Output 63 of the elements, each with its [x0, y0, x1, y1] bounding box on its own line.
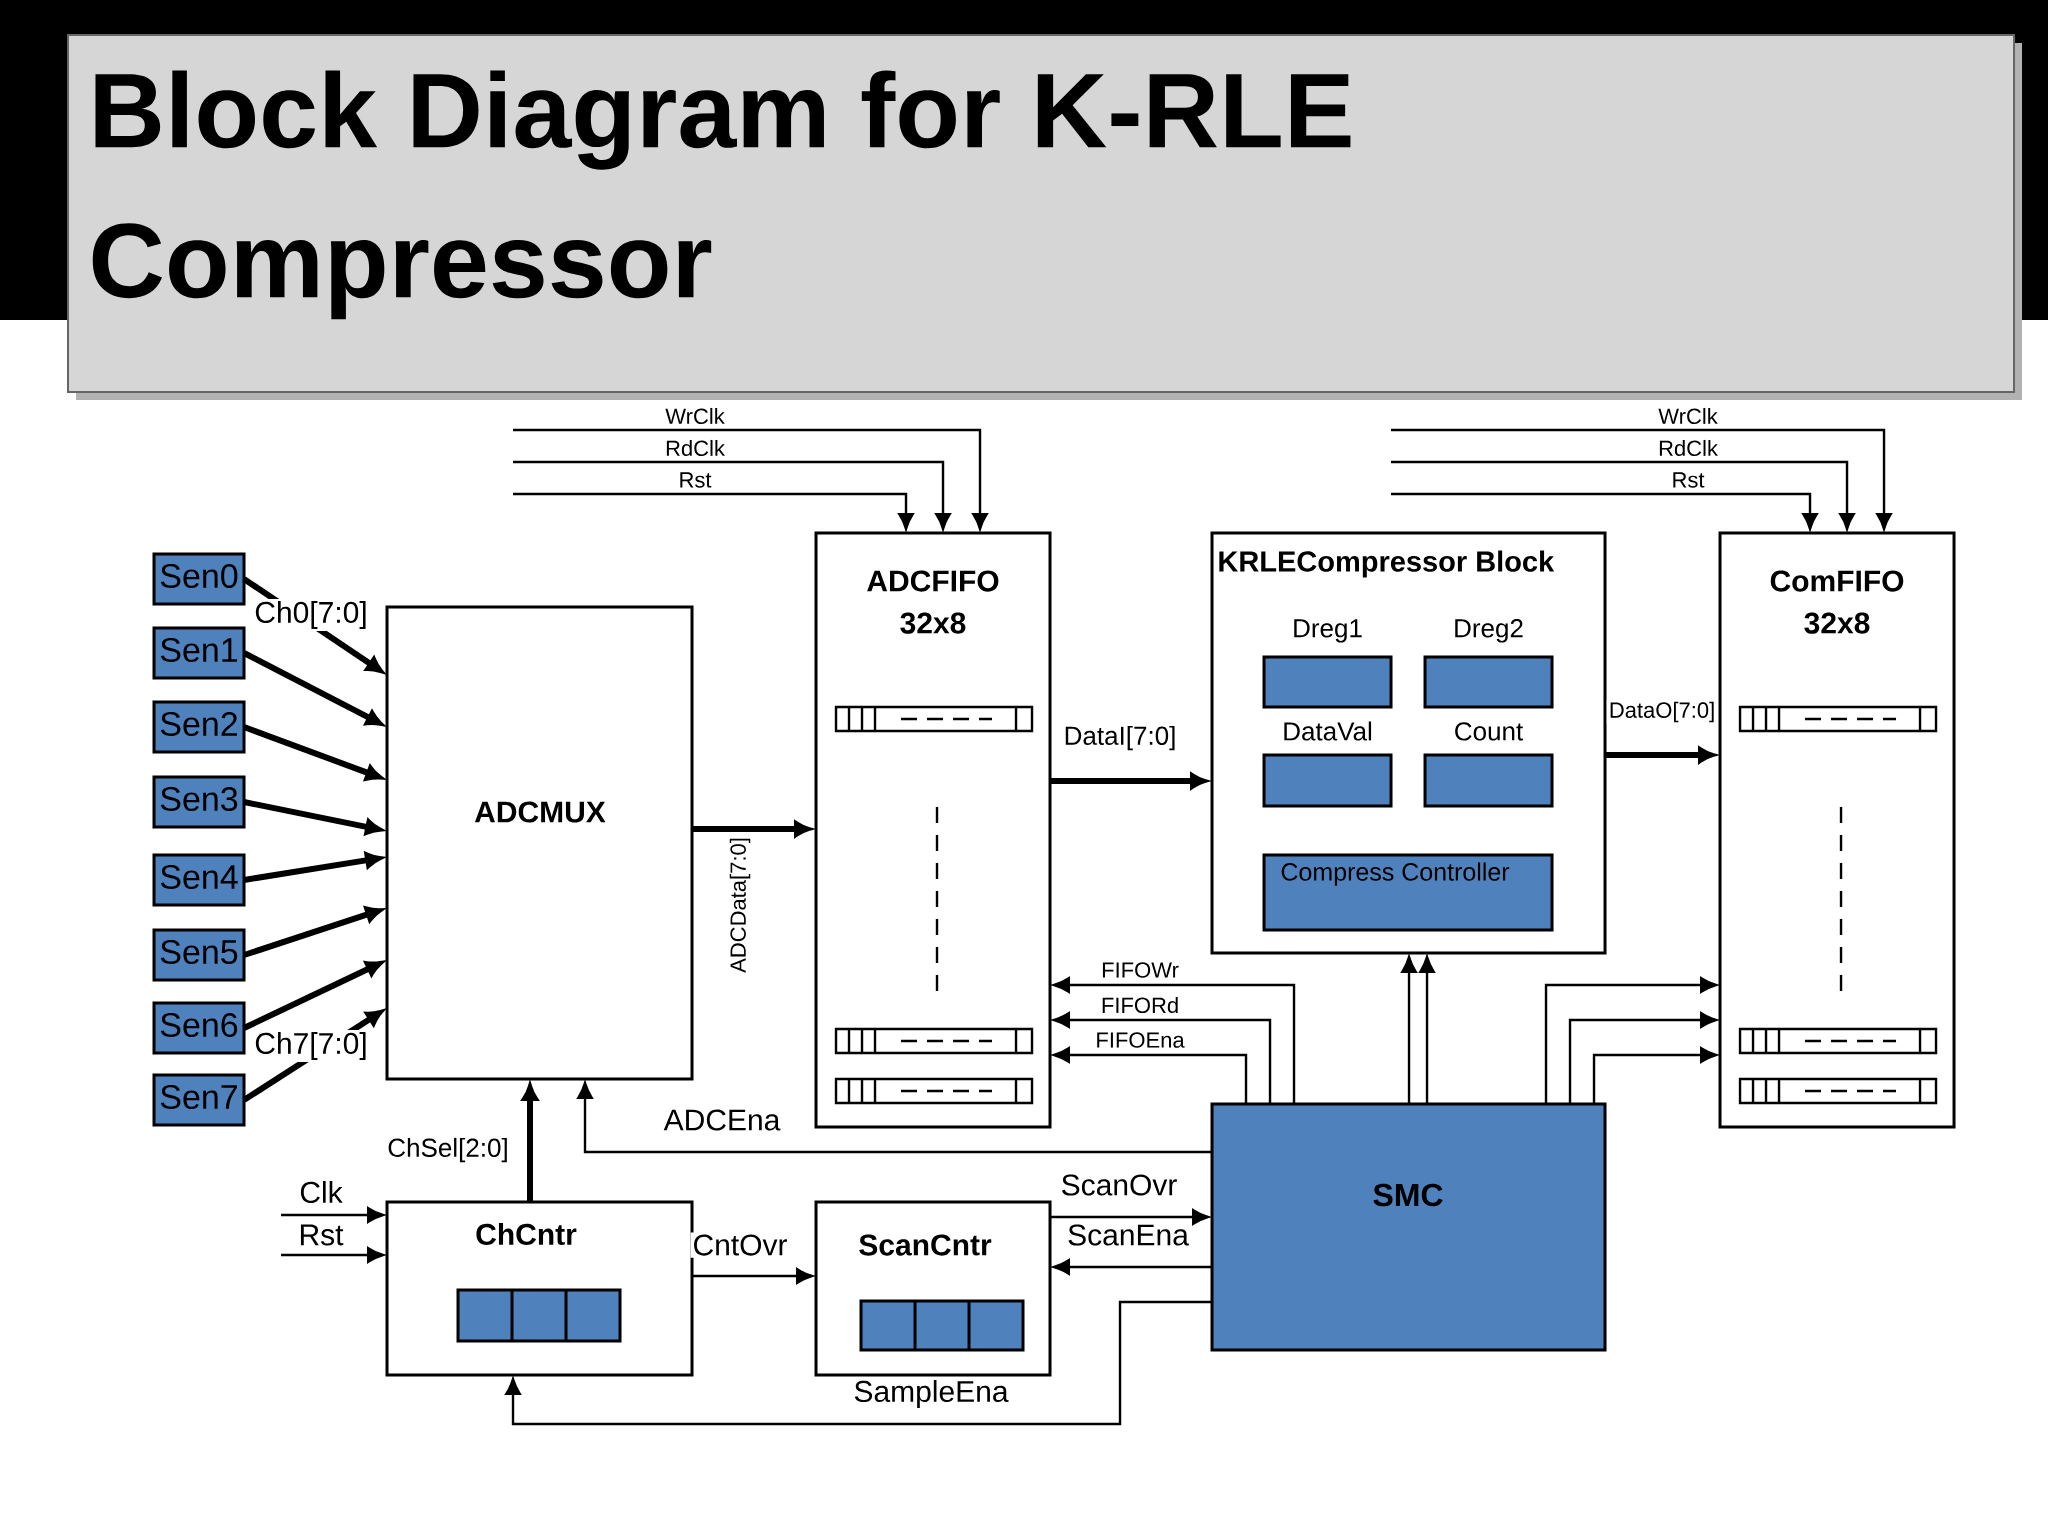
- arrow: [513, 460, 951, 531]
- arrow: [1391, 428, 1892, 531]
- sensor-box: Sen1: [152, 626, 246, 680]
- arrow: [1053, 1259, 1212, 1275]
- edge-label: ScanEna: [1065, 1222, 1191, 1248]
- edge-label: Clk: [297, 1179, 345, 1206]
- sensor-box: Sen5: [152, 928, 246, 982]
- edge-label: ScanOvr: [1058, 1172, 1180, 1198]
- edge-label: FIFOWr: [1099, 960, 1181, 980]
- edge-label: Rst: [676, 470, 714, 490]
- arrow: [1401, 956, 1417, 1104]
- title-banner: Block Diagram for K-RLE Compressor: [67, 34, 2023, 400]
- register-box: Dreg1: [1262, 619, 1393, 709]
- arrow: [1053, 977, 1296, 1104]
- edge-label: FIFORd: [1098, 994, 1182, 1016]
- register-box: Dreg2: [1423, 619, 1554, 709]
- arrow: [281, 1247, 385, 1263]
- edge-label: CntOvr: [690, 1232, 790, 1258]
- node-label: Count: [1455, 722, 1523, 741]
- arrow: [513, 492, 914, 531]
- register-box: DataVal: [1262, 721, 1393, 808]
- block-box: ADCMUX: [385, 605, 694, 1081]
- sensor-box: Sen2: [152, 700, 246, 754]
- edge-label: SampleEna: [851, 1378, 1011, 1410]
- edge-label: RdClk: [1656, 437, 1720, 459]
- arrow: [692, 1268, 814, 1284]
- arrow: [1391, 492, 1818, 531]
- sensor-box: Sen6: [152, 1001, 246, 1055]
- sensor-box: Sen0: [152, 552, 246, 606]
- sensor-box: Sen7: [152, 1073, 246, 1127]
- arrow: [1568, 1012, 1718, 1104]
- arrow: [1391, 460, 1855, 531]
- edge-label: WrClk: [663, 405, 727, 427]
- arrow: [1050, 1209, 1210, 1225]
- arrow: [513, 428, 988, 531]
- arrow: [1544, 977, 1718, 1104]
- node-label: DataVal: [1284, 721, 1372, 741]
- edge-label: Rst: [1669, 470, 1707, 490]
- arrow: [577, 1082, 1212, 1154]
- edge-label: ChSel[2:0]: [385, 1135, 511, 1165]
- edge-label: ADCEna: [661, 1107, 783, 1133]
- edge-label: DataI[7:0]: [1061, 723, 1179, 753]
- node-label: Dreg2: [1455, 619, 1523, 643]
- edge-label: ADCData[7:0]: [727, 835, 753, 975]
- arrow: [281, 1207, 385, 1223]
- edge-label: FIFOEna: [1093, 1030, 1187, 1050]
- edge-label: DataO[7:0]: [1606, 699, 1718, 725]
- register-box: Count: [1423, 722, 1554, 808]
- fifo-box: ComFIFO 32x8: [1718, 531, 1956, 1129]
- arrow: [1053, 1047, 1248, 1104]
- node-label: Dreg1: [1294, 619, 1362, 643]
- arrow: [1053, 1012, 1272, 1104]
- edge-label: Rst: [296, 1222, 346, 1248]
- sensor-box: Sen4: [152, 853, 246, 907]
- fifo-box: ADCFIFO 32x8: [814, 531, 1052, 1129]
- edge-label: RdClk: [663, 437, 727, 459]
- controller-box: SMC: [1210, 1102, 1607, 1352]
- arrow: [1592, 1047, 1718, 1104]
- edge-label: WrClk: [1656, 405, 1720, 427]
- sensor-box: Sen3: [152, 775, 246, 829]
- arrow: [505, 1300, 1212, 1426]
- controller-box: Compress Controller: [1262, 853, 1554, 932]
- arrow: [1419, 956, 1435, 1104]
